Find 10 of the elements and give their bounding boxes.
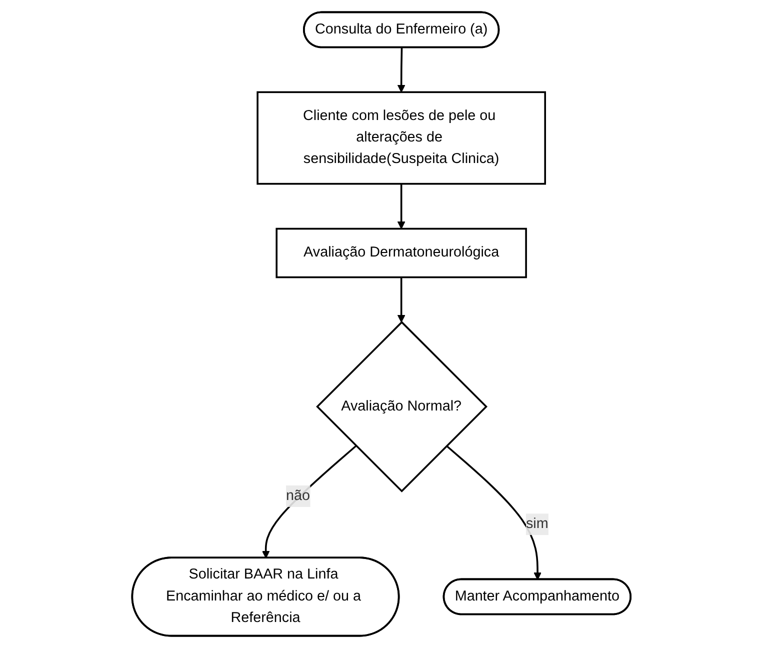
edge-label: sim: [526, 516, 548, 532]
arrow: [396, 184, 405, 230]
edge-label: não: [286, 488, 310, 504]
node-box: Cliente com lesões de pele ou alterações de sensibilidade(Suspeita Clinica): [256, 91, 546, 185]
node-box: Avaliação Dermatoneurológica: [275, 228, 527, 278]
arrow: [396, 48, 405, 93]
arrow: [446, 445, 542, 580]
arrow: [396, 277, 405, 323]
node-diamond: Avaliação Normal?: [316, 320, 488, 492]
arrow: [262, 445, 356, 558]
